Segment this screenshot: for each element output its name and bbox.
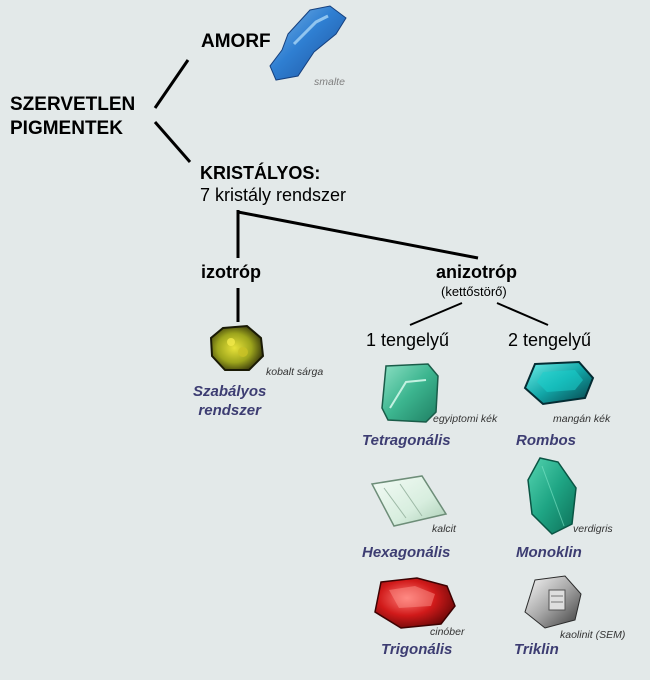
trigonal-label: Trigonális [381,641,453,658]
uniaxial-label: 1 tengelyű [366,330,450,350]
kobalt-sarga-caption: kobalt sárga [266,366,324,378]
kristalyos-sub: 7 kristály rendszer [200,185,347,205]
anizotrop-label: anizotróp [436,262,517,282]
verdigris-image [527,457,577,535]
egyiptomi-kek-image [381,363,439,423]
amorf-label: AMORF [201,31,271,52]
szabalyos-line2: rendszer [198,402,261,419]
hexagonal-label: Hexagonális [362,544,451,561]
anizotrop-note: (kettőstörő) [441,284,507,299]
connector-kristalyos-anizotrop [237,210,479,260]
kaolinit-image [524,575,582,629]
connector-anizotrop-uniaxial [409,302,463,326]
cinober-image [374,577,456,629]
monoclinic-label: Monoklin [516,544,582,561]
rhombic-label: Rombos [516,432,576,449]
szabalyos-system: Szabályos rendszer [193,382,266,420]
kalcit-caption: kalcit [432,523,456,535]
szabalyos-line1: Szabályos [193,383,267,400]
egyiptomi-kek-caption: egyiptomi kék [433,413,498,425]
verdigris-caption: verdigris [573,523,613,535]
kristalyos-label: KRISTÁLYOS: [200,163,321,183]
mangan-kek-caption: mangán kék [553,413,611,425]
mangan-kek-image [523,360,595,406]
connector-root-amorf [153,59,190,109]
kalcit-image [370,475,448,527]
smalte-caption: smalte [314,76,345,88]
connector-anizotrop-biaxial [496,302,549,326]
root-label-line1: SZERVETLEN [10,94,136,115]
root-label-line2: PIGMENTEK [10,118,123,139]
izotrop-label: izotróp [201,262,261,282]
biaxial-label: 2 tengelyű [508,330,592,350]
root-label: SZERVETLEN PIGMENTEK [10,93,135,141]
connector-root-kristalyos [153,121,192,163]
tetragonal-label: Tetragonális [362,432,451,449]
kobalt-sarga-image [209,324,265,371]
cinober-caption: cinóber [430,626,465,638]
smalte-image [269,5,347,81]
triclinic-label: Triklin [514,641,559,658]
kaolinit-caption: kaolinit (SEM) [560,629,626,641]
